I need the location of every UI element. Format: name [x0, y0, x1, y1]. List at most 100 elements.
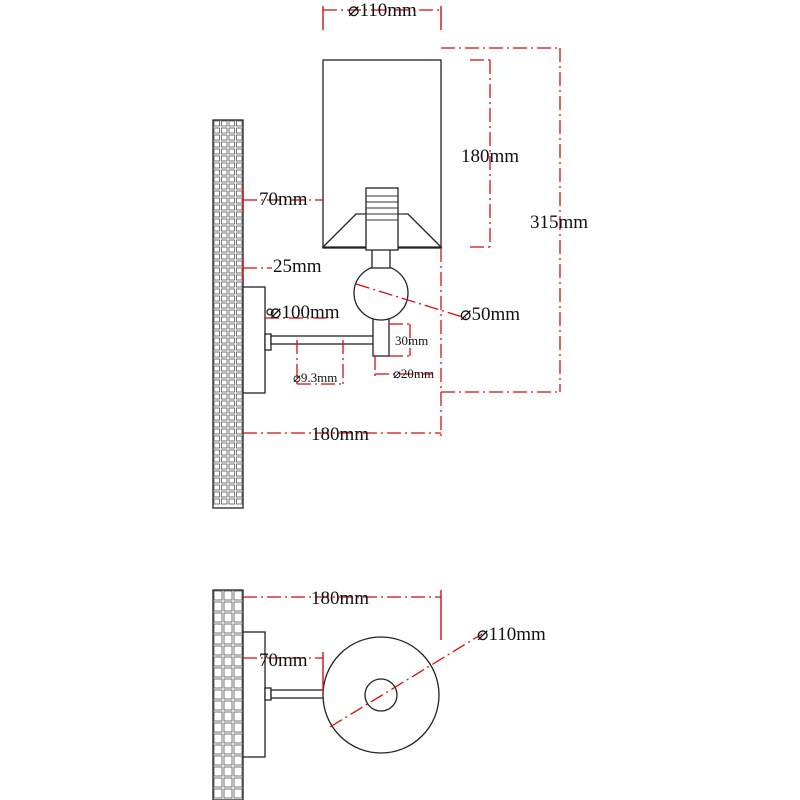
- wall-tile: [213, 733, 223, 744]
- wall-tile: [228, 449, 235, 456]
- wall-tile: [221, 477, 228, 484]
- wall-tile: [236, 400, 243, 407]
- wall-strip-front: [212, 119, 244, 509]
- label-stem-diameter: ⌀20mm: [393, 366, 434, 381]
- wall-tile: [213, 197, 220, 204]
- wall-tile: [236, 393, 243, 400]
- label-projection-front: 180mm: [311, 424, 369, 445]
- wall-tile: [221, 253, 228, 260]
- wall-tile: [213, 766, 223, 777]
- wall-tile: [228, 414, 235, 421]
- dim-shade-height: 180mm: [461, 59, 519, 248]
- label-shade-diameter: ⌀110mm: [348, 0, 417, 21]
- wall-tile: [221, 337, 228, 344]
- wall-tile: [236, 330, 243, 337]
- wall-tile: [221, 281, 228, 288]
- wall-tile: [233, 634, 243, 645]
- wall-tile: [228, 281, 235, 288]
- wall-tile: [213, 477, 220, 484]
- wall-tile: [223, 711, 233, 722]
- wall-tile: [228, 155, 235, 162]
- wall-tile: [223, 612, 233, 623]
- wall-tile: [221, 323, 228, 330]
- wall-tile: [213, 590, 223, 601]
- wall-tile: [236, 127, 243, 134]
- wall-tile: [213, 239, 220, 246]
- wall-tile: [221, 225, 228, 232]
- plate-knob: [264, 333, 272, 351]
- wall-tile: [221, 344, 228, 351]
- wall-tile: [221, 309, 228, 316]
- wall-tile: [221, 442, 228, 449]
- wall-tile: [213, 407, 220, 414]
- wall-tile: [213, 689, 223, 700]
- wall-tile: [221, 428, 228, 435]
- wall-tile: [236, 491, 243, 498]
- dim-plate-gap: 25mm: [242, 256, 322, 282]
- wall-tile: [236, 365, 243, 372]
- wall-tile: [236, 281, 243, 288]
- wall-tile: [213, 183, 220, 190]
- wall-tile: [236, 120, 243, 127]
- wall-tile: [233, 678, 243, 689]
- wall-tile: [213, 358, 220, 365]
- wall-tile: [213, 155, 220, 162]
- wall-tile: [228, 316, 235, 323]
- wall-tile: [213, 667, 223, 678]
- wall-tile: [213, 274, 220, 281]
- wall-tile: [223, 623, 233, 634]
- wall-tile: [236, 148, 243, 155]
- wall-tile: [213, 176, 220, 183]
- bulb-socket: [365, 187, 399, 251]
- wall-tile: [228, 148, 235, 155]
- label-shade-height: 180mm: [461, 146, 519, 167]
- wall-tile: [233, 623, 243, 634]
- wall-tile: [236, 414, 243, 421]
- arm-top: [270, 689, 327, 699]
- wall-tile: [236, 253, 243, 260]
- wall-tile: [228, 442, 235, 449]
- wall-tile: [213, 498, 220, 505]
- wall-tile: [236, 204, 243, 211]
- plate-knob-top: [264, 687, 272, 701]
- wall-tile: [221, 449, 228, 456]
- wall-tile: [228, 218, 235, 225]
- socket-disc: [364, 678, 398, 712]
- wall-tile: [213, 323, 220, 330]
- wall-tile: [236, 309, 243, 316]
- wall-tile: [228, 477, 235, 484]
- wall-tile: [213, 134, 220, 141]
- wall-tile: [221, 435, 228, 442]
- wall-tile: [213, 267, 220, 274]
- wall-tile: [213, 400, 220, 407]
- top-view: 180mm 70mm ⌀110mm: [212, 588, 546, 800]
- arm: [270, 335, 376, 345]
- wall-tile: [236, 267, 243, 274]
- wall-tile: [213, 288, 220, 295]
- wall-plate: [242, 286, 266, 394]
- wall-tile: [236, 449, 243, 456]
- wall-tile: [223, 722, 233, 733]
- wall-tile: [223, 700, 233, 711]
- wall-tile: [228, 225, 235, 232]
- dim-shade-offset-top: 70mm: [243, 650, 324, 694]
- wall-tile: [228, 127, 235, 134]
- wall-tile: [236, 372, 243, 379]
- wall-tile: [236, 379, 243, 386]
- wall-tile: [221, 484, 228, 491]
- wall-tile: [221, 127, 228, 134]
- wall-tile: [213, 386, 220, 393]
- wall-tile: [228, 323, 235, 330]
- wall-tile: [213, 351, 220, 358]
- wall-tile: [233, 711, 243, 722]
- wall-tile: [228, 386, 235, 393]
- wall-tile: [233, 667, 243, 678]
- front-view: ⌀110mm 180mm 315mm 70mm 25mm: [212, 0, 588, 509]
- wall-strip-top: [212, 589, 244, 800]
- wall-tile: [213, 372, 220, 379]
- wall-tile: [233, 656, 243, 667]
- wall-tile: [223, 634, 233, 645]
- wall-tile: [223, 755, 233, 766]
- dim-stem-height: 30mm: [389, 323, 428, 357]
- plate-screw: [266, 308, 274, 316]
